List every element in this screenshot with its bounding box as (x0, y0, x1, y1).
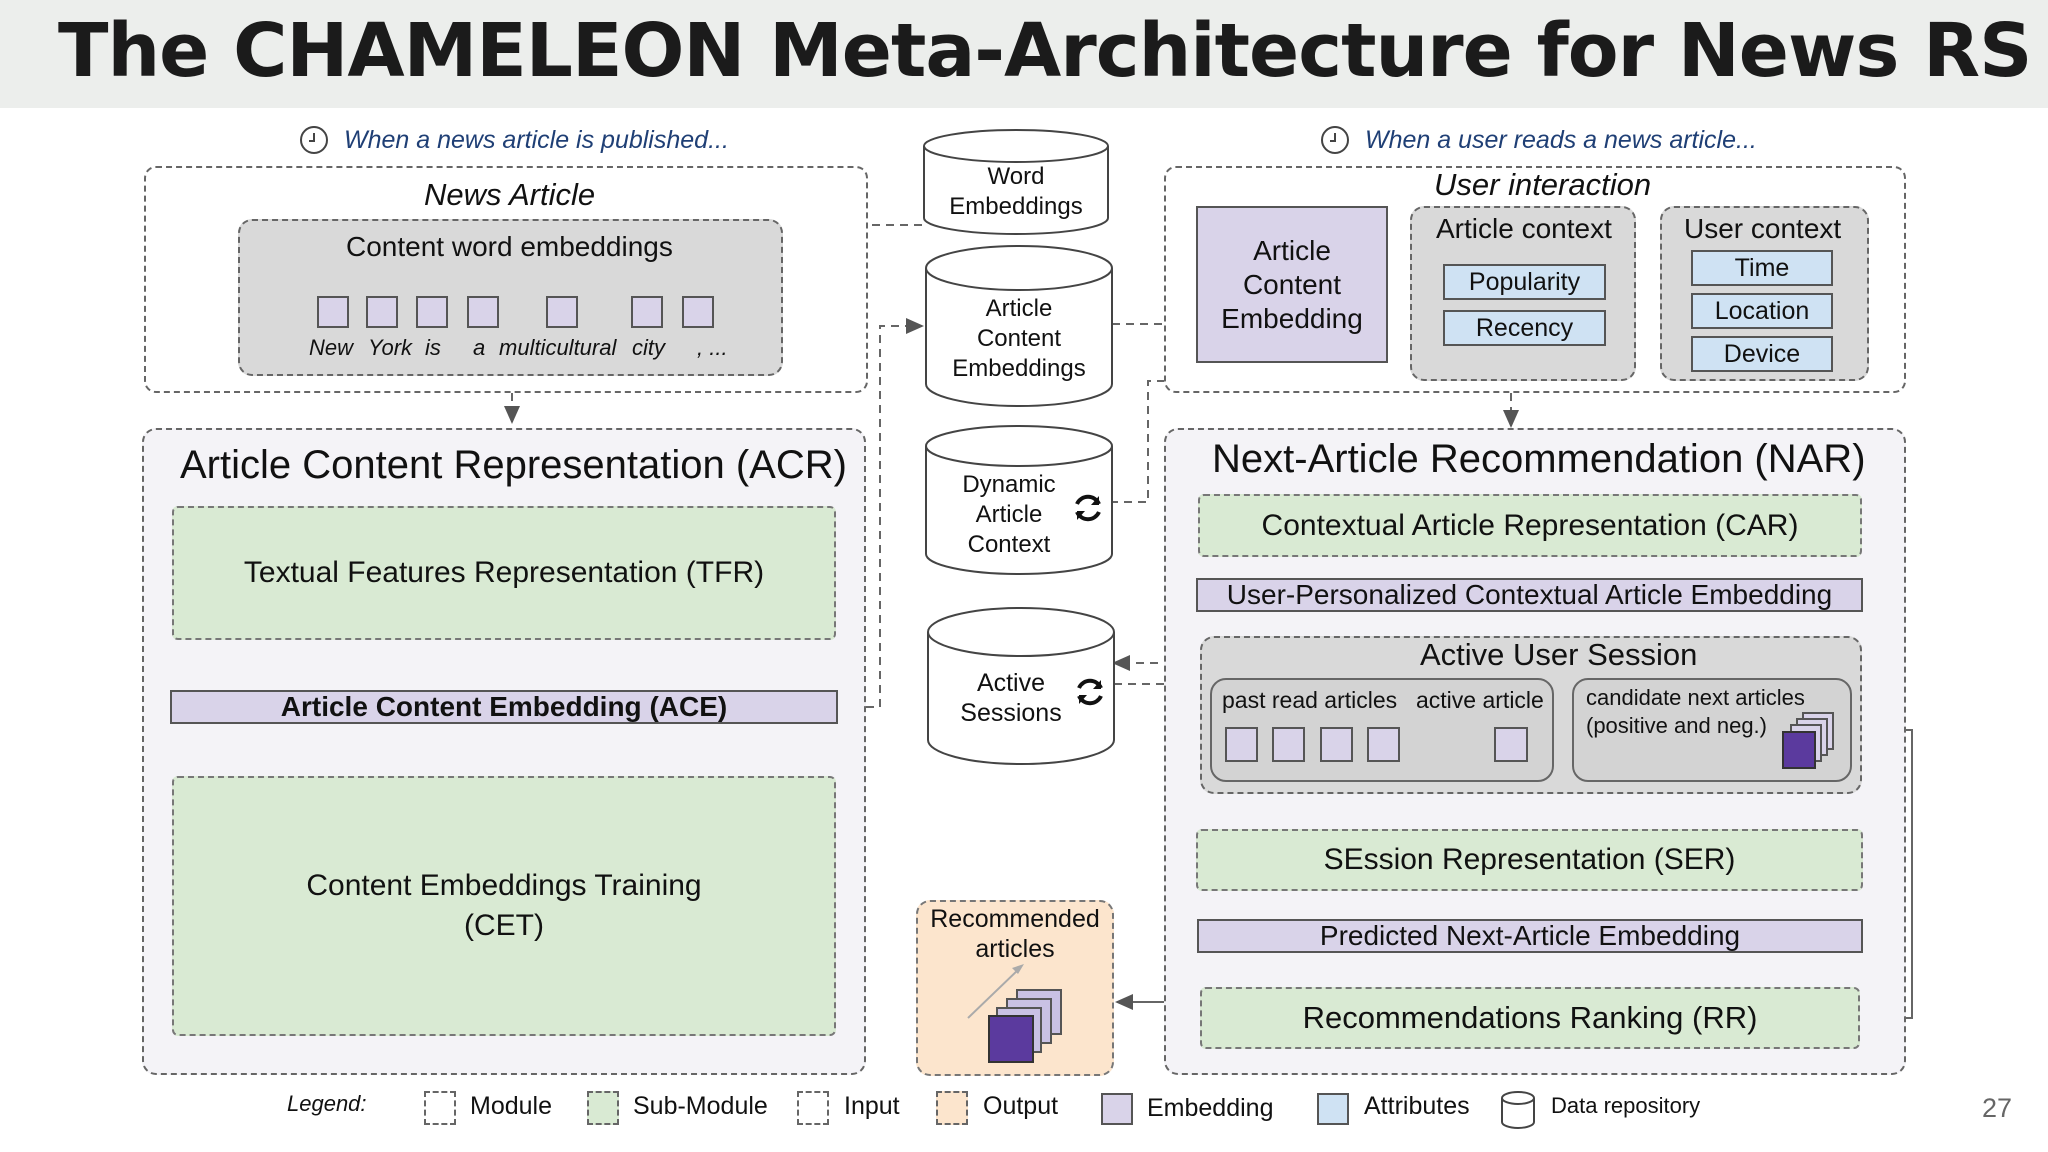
page-title: The CHAMELEON Meta-Architecture for News… (58, 8, 2032, 94)
past-article-square (1225, 727, 1258, 762)
legend-repository-icon (1500, 1090, 1536, 1130)
attribute-time: Time (1691, 250, 1833, 286)
news-article-title: News Article (424, 177, 596, 212)
legend-label: Legend: (287, 1091, 367, 1116)
clock-icon (1319, 124, 1351, 156)
word-embedding-square (467, 296, 499, 328)
dynamic-article-context-repository: Dynamic Article Context (924, 424, 1114, 578)
word-token: , ... (697, 335, 728, 360)
legend-output-swatch (936, 1091, 968, 1125)
word-token: city (632, 335, 665, 360)
attribute-popularity: Popularity (1443, 264, 1606, 300)
recommended-label: Recommended articles (930, 905, 1100, 963)
clock-icon (298, 124, 330, 156)
candidate-selected-square (1782, 731, 1816, 769)
candidates-label: candidate next articles (positive and ne… (1586, 685, 1805, 738)
word-embeddings-repository: Word Embeddings (922, 128, 1110, 236)
word-embedding-square (366, 296, 398, 328)
article-context-title: Article context (1436, 213, 1612, 244)
article-content-embeddings-repository: Article Content Embeddings (924, 244, 1114, 410)
recommended-top-square (988, 1015, 1034, 1063)
repo-label: Dynamic Article Context (962, 471, 1056, 558)
repo-label: Active Sessions (960, 669, 1062, 727)
word-embedding-square (682, 296, 714, 328)
word-token: a (473, 335, 486, 360)
nar-title: Next-Article Recommendation (NAR) (1212, 437, 1866, 481)
legend-repository: Data repository (1551, 1093, 1701, 1118)
past-article-square (1367, 727, 1400, 762)
refresh-icon (1074, 676, 1106, 708)
user-interaction-title: User interaction (1434, 167, 1652, 202)
note-reads: When a user reads a news article... (1365, 126, 1757, 154)
legend-attributes-swatch (1317, 1093, 1349, 1125)
word-embedding-square (631, 296, 663, 328)
active-article-square (1494, 727, 1528, 762)
acr-title: Article Content Representation (ACR) (180, 443, 847, 487)
attribute-device: Device (1691, 336, 1833, 372)
refresh-icon (1072, 492, 1104, 524)
word-token: New (309, 335, 354, 360)
arrow-dynamic-to-context (1110, 373, 1412, 503)
tfr-submodule: Textual Features Representation (TFR) (172, 506, 836, 640)
legend-input: Input (844, 1092, 900, 1120)
word-embedding-square (317, 296, 349, 328)
past-article-square (1272, 727, 1305, 762)
legend-embedding: Embedding (1147, 1094, 1274, 1122)
attribute-location: Location (1691, 293, 1833, 329)
active-sessions-repository: Active Sessions (926, 606, 1116, 766)
active-user-session-title: Active User Session (1420, 637, 1698, 672)
word-token: multicultural (499, 335, 617, 360)
legend-submodule: Sub-Module (633, 1092, 768, 1120)
legend-module-swatch (424, 1091, 456, 1125)
legend-submodule-swatch (587, 1091, 619, 1125)
attribute-recency: Recency (1443, 310, 1606, 346)
note-published: When a news article is published... (344, 126, 729, 154)
title-bar: The CHAMELEON Meta-Architecture for News… (0, 0, 2048, 108)
legend-attributes: Attributes (1364, 1092, 1470, 1120)
ace-embedding: Article Content Embedding (ACE) (170, 690, 838, 724)
user-personalized-embedding: User-Personalized Contextual Article Emb… (1196, 578, 1863, 612)
word-token: York (368, 335, 413, 360)
past-article-square (1320, 727, 1353, 762)
repo-label: Article Content Embeddings (952, 295, 1086, 382)
legend-embedding-swatch (1101, 1093, 1133, 1125)
article-content-embedding-box: Article Content Embedding (1196, 206, 1388, 363)
word-embedding-square (416, 296, 448, 328)
word-embedding-square (546, 296, 578, 328)
predicted-next-article-embedding: Predicted Next-Article Embedding (1197, 919, 1863, 953)
page-number: 27 (1982, 1093, 2013, 1123)
legend-module: Module (470, 1092, 552, 1120)
cet-submodule: Content Embeddings Training (CET) (172, 776, 836, 1036)
car-submodule: Contextual Article Representation (CAR) (1198, 494, 1862, 557)
legend-output: Output (983, 1092, 1059, 1120)
repo-label: Word Embeddings (949, 163, 1083, 220)
word-embeddings-label: Content word embeddings (346, 231, 673, 262)
ser-submodule: SEssion Representation (SER) (1196, 829, 1863, 891)
rr-submodule: Recommendations Ranking (RR) (1200, 987, 1860, 1049)
past-read-label: past read articles (1222, 687, 1398, 713)
user-context-title: User context (1684, 213, 1842, 244)
word-token: is (425, 335, 441, 360)
legend-input-swatch (797, 1091, 829, 1125)
active-article-label: active article (1416, 687, 1544, 713)
